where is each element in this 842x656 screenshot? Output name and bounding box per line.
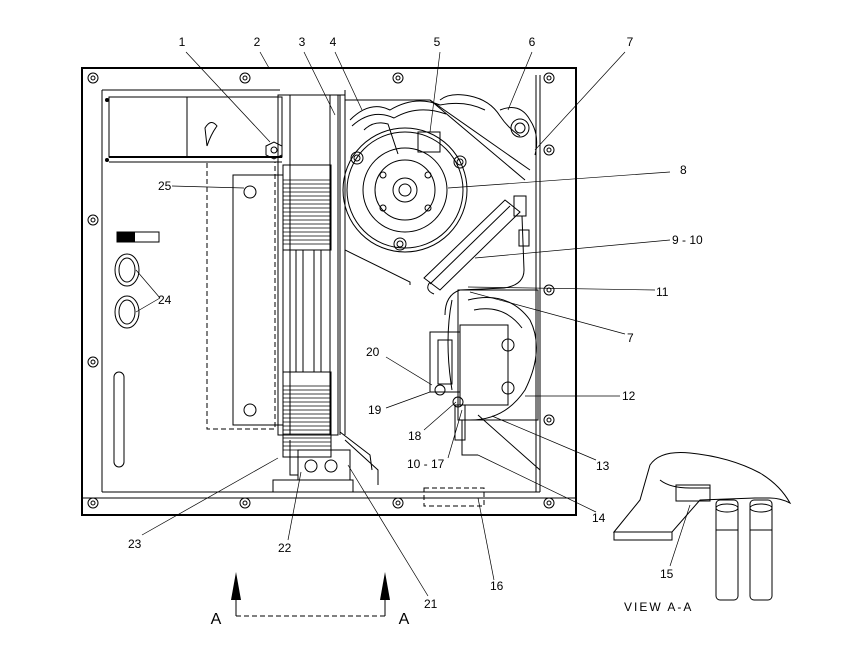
heater-core-fins-top — [283, 179, 331, 245]
view-caption: VIEW A-A — [624, 600, 693, 614]
callout-23: 23 — [128, 537, 142, 551]
mounting-holes — [87, 72, 555, 509]
callout-22: 22 — [278, 541, 292, 555]
view-a-a-detail — [612, 452, 792, 601]
bolt-1 — [265, 141, 283, 160]
callout-5: 5 — [434, 35, 441, 49]
blower-assembly — [342, 94, 538, 285]
section-marker — [231, 572, 390, 617]
left-details — [105, 96, 283, 468]
section-marker-right: A — [399, 611, 410, 628]
callout-3: 3 — [299, 35, 306, 49]
heater-core-tubes — [243, 90, 379, 493]
main-panel — [81, 67, 577, 516]
callout-8: 8 — [680, 163, 687, 177]
callout-21: 21 — [424, 597, 438, 611]
callout-7-top: 7 — [627, 35, 634, 49]
callout-9-10: 9 - 10 — [672, 233, 703, 247]
callout-6: 6 — [529, 35, 536, 49]
callout-14: 14 — [592, 511, 606, 525]
callout-18: 18 — [408, 429, 422, 443]
callout-labels: 1 2 3 4 5 6 7 8 9 - 10 11 7 12 13 14 15 … — [128, 35, 703, 628]
heater-core — [206, 94, 339, 458]
leader-lines — [135, 51, 691, 597]
section-marker-left: A — [211, 611, 222, 628]
callout-4: 4 — [330, 35, 337, 49]
bottom-duct — [423, 487, 485, 507]
callout-12: 12 — [622, 389, 636, 403]
callout-25: 25 — [158, 179, 172, 193]
callout-1: 1 — [179, 35, 186, 49]
callout-10-17: 10 - 17 — [407, 457, 445, 471]
callout-16: 16 — [490, 579, 504, 593]
callout-13: 13 — [596, 459, 610, 473]
callout-7-lower: 7 — [627, 331, 634, 345]
callout-2: 2 — [254, 35, 261, 49]
callout-11: 11 — [656, 285, 669, 299]
resistor-assembly — [423, 195, 530, 316]
motor-assembly — [429, 289, 541, 471]
callout-19: 19 — [368, 403, 382, 417]
callout-20: 20 — [366, 345, 380, 359]
callout-24: 24 — [158, 293, 172, 307]
callout-15: 15 — [660, 567, 674, 581]
